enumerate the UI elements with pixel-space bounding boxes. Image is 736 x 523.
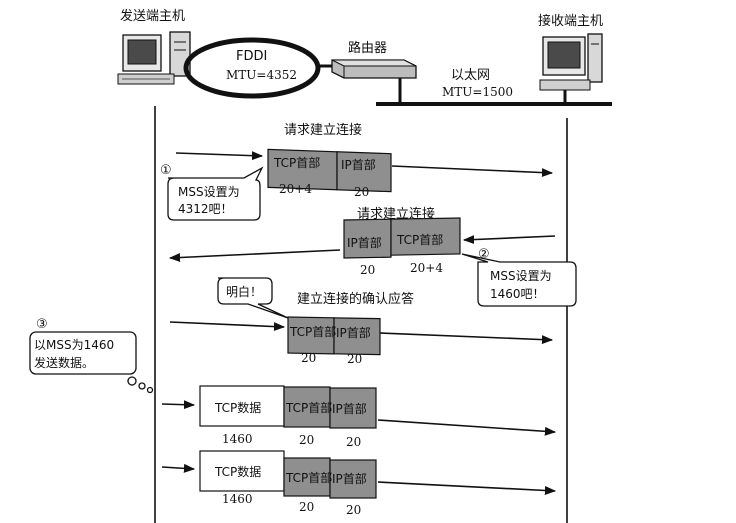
- data2-tcp-label: TCP首部: [285, 470, 332, 485]
- step2-ip-size: 20: [360, 263, 375, 277]
- step3-thought-bubble: [29, 331, 154, 394]
- data1-ip-header: [329, 387, 377, 429]
- step2-arrow-in: [462, 235, 556, 245]
- step2-speech-bubble: [461, 253, 577, 307]
- step1-ip-label: IP首部: [341, 157, 376, 172]
- step1-tcp-size: 20+4: [279, 182, 312, 196]
- data2-payload-size: 1460: [222, 492, 253, 506]
- step3-bubble-text: 明白！: [226, 284, 262, 299]
- data1-arrow-in: [161, 400, 196, 410]
- step1-tcp-label: TCP首部: [273, 155, 320, 170]
- step2-number: ②: [478, 247, 490, 262]
- data2-payload: [199, 450, 285, 492]
- receiver-host-label: 接收端主机: [538, 13, 603, 29]
- data1-arrow-out: [377, 419, 557, 436]
- fddi-mtu-label: MTU=4352: [226, 68, 297, 82]
- step1-arrow-in: [175, 151, 264, 161]
- step3-tcp-label: TCP首部: [289, 324, 336, 339]
- data2-tcp-size: 20: [299, 500, 314, 514]
- receiver-computer-icon: [539, 33, 603, 91]
- note-line1: 以MSS为1460: [34, 338, 114, 352]
- step2-title: 请求建立连接: [357, 206, 435, 222]
- ethernet-mtu-label: MTU=1500: [442, 85, 513, 99]
- data1-tcp-size: 20: [299, 433, 314, 447]
- step3-title: 建立连接的确认应答: [297, 291, 414, 307]
- data1-payload-size: 1460: [222, 432, 253, 446]
- fddi-label: FDDI: [236, 49, 267, 64]
- step2-arrow-out: [168, 249, 341, 263]
- data2-tcp-header: [283, 457, 331, 497]
- data1-payload-label: TCP数据: [214, 400, 261, 415]
- data1-ip-size: 20: [346, 435, 361, 449]
- step2-bubble-line2: 1460吧！: [490, 287, 545, 301]
- data1-packet: [199, 385, 377, 429]
- step1-speech-bubble: [167, 166, 264, 221]
- data2-ip-header: [329, 459, 377, 499]
- fddi-ring: [183, 37, 321, 99]
- step1-ip-header: [336, 151, 392, 193]
- step3-tcp-size: 20: [301, 351, 316, 365]
- step3-arrow-out: [379, 332, 554, 345]
- step1-packet: [267, 148, 392, 193]
- step2-ip-label: IP首部: [347, 235, 382, 250]
- step1-arrow-out: [391, 165, 554, 178]
- step1-number: ①: [160, 163, 172, 178]
- step2-tcp-label: TCP首部: [396, 232, 443, 247]
- data2-payload-label: TCP数据: [214, 464, 261, 479]
- note-line2: 发送数据。: [34, 355, 94, 370]
- data2-arrow-in: [161, 463, 196, 473]
- data1-payload: [199, 385, 285, 427]
- data2-ip-label: IP首部: [332, 471, 367, 486]
- ethernet-label: 以太网: [451, 68, 490, 83]
- data2-packet: [199, 450, 377, 499]
- step1-bubble-line1: MSS设置为: [178, 185, 240, 199]
- step1-title: 请求建立连接: [284, 122, 362, 138]
- sender-host-label: 发送端主机: [120, 8, 185, 24]
- step3-number: ③: [36, 317, 48, 332]
- data1-tcp-label: TCP首部: [285, 400, 332, 415]
- step3-packet: [287, 316, 381, 356]
- data2-arrow-out: [377, 481, 557, 495]
- data1-ip-label: IP首部: [332, 401, 367, 416]
- data1-tcp-header: [283, 386, 331, 428]
- sender-computer-icon: [117, 31, 191, 85]
- step3-arrow-in: [169, 321, 286, 332]
- step1-ip-size: 20: [354, 185, 369, 199]
- router-label: 路由器: [348, 40, 387, 56]
- router-icon: [316, 59, 417, 79]
- step3-ip-label: IP首部: [336, 325, 371, 340]
- step3-ip-size: 20: [347, 352, 362, 366]
- step2-packet: [343, 217, 461, 259]
- step2-tcp-size: 20+4: [410, 261, 443, 275]
- step2-tcp-header: [390, 217, 461, 256]
- step2-bubble-line1: MSS设置为: [490, 269, 552, 283]
- step3-ip-header: [333, 317, 381, 356]
- step1-bubble-line2: 4312吧！: [178, 202, 233, 216]
- data2-ip-size: 20: [346, 503, 361, 517]
